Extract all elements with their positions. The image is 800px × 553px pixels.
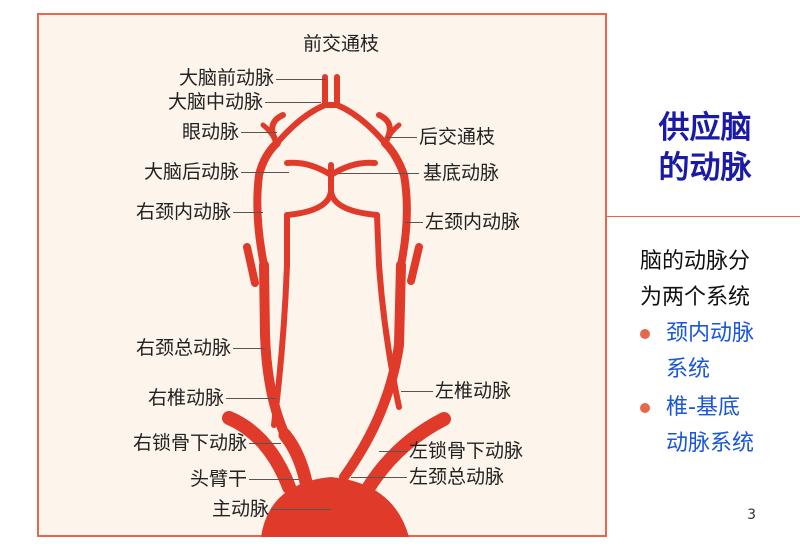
label-anterior-cerebral: 大脑前动脉 <box>178 67 274 89</box>
bullet-item-vertebrobasilar-system: 椎-基底 动脉系统 <box>640 390 800 462</box>
label-left-internal-carotid: 左颈内动脉 <box>425 211 521 233</box>
intro-line-2: 为两个系统 <box>640 285 751 310</box>
right-external-carotid-stub <box>243 243 259 287</box>
label-aorta: 主动脉 <box>211 498 269 520</box>
bullet-dot-icon <box>640 403 650 413</box>
left-vertebral-artery <box>374 212 402 410</box>
artery-diagram-panel: 前交通枝 大脑前动脉 大脑中动脉 眼动脉 大脑后动脉 右颈内动脉 右颈总动脉 右… <box>37 13 607 537</box>
label-posterior-cerebral: 大脑后动脉 <box>143 161 239 183</box>
posterior-cerebral-arteries <box>284 159 378 194</box>
label-basilar: 基底动脉 <box>423 162 500 184</box>
bullet-item-internal-carotid-system: 颈内动脉 系统 <box>640 316 800 388</box>
bullet-text-line: 椎-基底 <box>666 395 740 420</box>
slide-title-line-2: 的动脉 <box>658 150 752 186</box>
label-right-common-carotid: 右颈总动脉 <box>135 337 231 359</box>
label-middle-cerebral: 大脑中动脉 <box>167 91 263 113</box>
right-vertebral-artery <box>271 212 290 428</box>
bullet-text-line: 系统 <box>666 357 711 382</box>
left-external-carotid-stub <box>407 243 423 285</box>
intro-text: 脑的动脉分 为两个系统 <box>640 244 790 316</box>
slide-title-line-1: 供应脑 <box>658 110 752 146</box>
left-common-carotid-artery <box>339 260 406 482</box>
label-left-vertebral: 左椎动脉 <box>435 380 512 402</box>
right-internal-carotid-artery <box>253 139 281 269</box>
intro-line-1: 脑的动脉分 <box>640 249 751 274</box>
slide-title: 供应脑 的动脉 <box>640 108 770 188</box>
label-left-common-carotid: 左颈总动脉 <box>409 466 505 488</box>
bullet-text-line: 颈内动脉 <box>666 321 755 346</box>
page-number: 3 <box>747 507 756 523</box>
label-anterior-communicating: 前交通枝 <box>303 33 380 55</box>
basilar-artery <box>284 188 380 218</box>
anterior-cerebral-arteries <box>274 74 388 146</box>
label-left-subclavian: 左锁骨下动脉 <box>409 440 524 462</box>
label-right-vertebral: 右椎动脉 <box>147 387 224 409</box>
right-common-carotid-artery <box>259 260 290 440</box>
label-right-internal-carotid: 右颈内动脉 <box>135 201 231 223</box>
label-right-subclavian: 右锁骨下动脉 <box>132 432 247 454</box>
title-divider <box>607 216 800 217</box>
label-brachiocephalic: 头臂干 <box>189 468 247 490</box>
label-ophthalmic: 眼动脉 <box>181 121 239 143</box>
bullet-text-line: 动脉系统 <box>666 431 755 456</box>
bullet-dot-icon <box>640 329 650 339</box>
label-posterior-communicating: 后交通枝 <box>419 126 496 148</box>
left-internal-carotid-artery <box>381 139 411 269</box>
